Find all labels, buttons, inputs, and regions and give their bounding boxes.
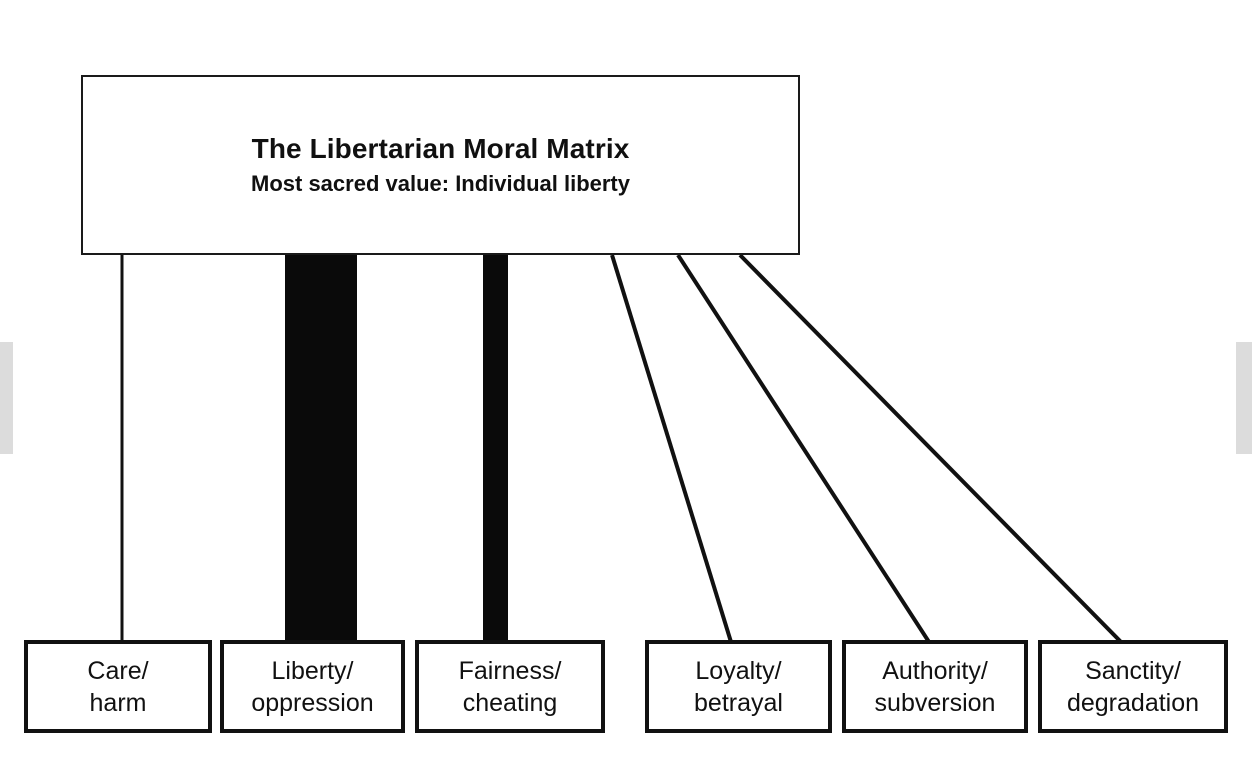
page-edge-artifact-right [1236,342,1252,454]
foundation-label-line1: Care/ [87,656,149,685]
connector-authority [676,253,931,644]
foundation-box-sanctity: Sanctity/ degradation [1038,640,1228,733]
connector-liberty [285,255,357,642]
foundation-box-fairness: Fairness/ cheating [415,640,605,733]
page-edge-artifact-left [0,342,13,454]
connector-sanctity [738,253,1123,644]
foundation-label-line1: Loyalty/ [695,656,782,685]
foundation-label-line2: cheating [462,688,558,717]
connector-fairness [483,255,508,642]
foundation-box-loyalty: Loyalty/ betrayal [645,640,832,733]
foundation-label-line1: Fairness/ [458,656,562,685]
foundation-label-line2: harm [89,688,147,717]
foundation-label-line1: Authority/ [882,656,988,685]
foundation-label-line2: oppression [251,688,374,717]
foundation-box-care: Care/ harm [24,640,212,733]
foundation-label-line2: degradation [1066,688,1200,717]
moral-matrix-box: The Libertarian Moral Matrix Most sacred… [81,75,800,255]
foundation-label-line2: subversion [874,688,996,717]
matrix-title: The Libertarian Moral Matrix [251,132,630,164]
foundation-label-line2: betrayal [694,688,783,717]
connector-loyalty [610,254,733,643]
foundation-label-line1: Sanctity/ [1085,656,1181,685]
foundation-label-line1: Liberty/ [271,656,354,685]
foundation-box-authority: Authority/ subversion [842,640,1028,733]
foundation-box-liberty: Liberty/ oppression [220,640,405,733]
matrix-subtitle: Most sacred value: Individual liberty [251,170,630,196]
